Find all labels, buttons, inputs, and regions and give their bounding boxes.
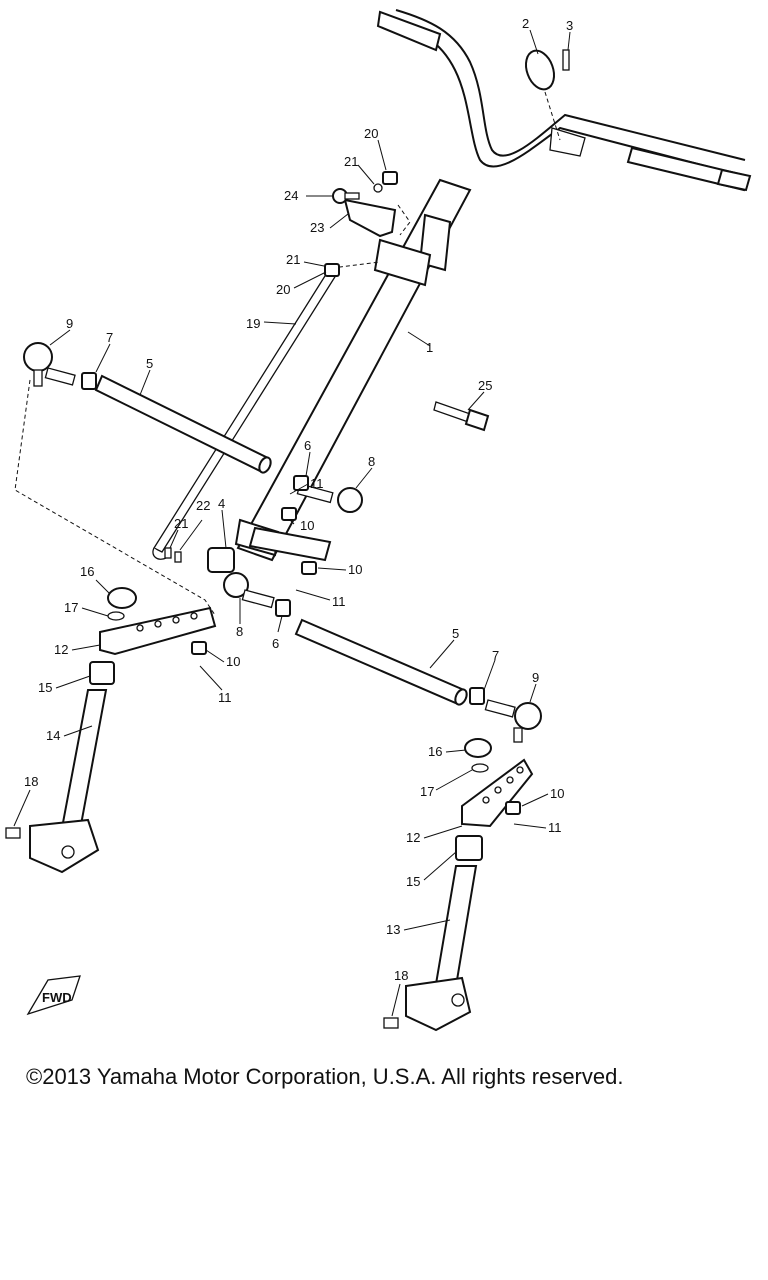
knuckle-arm-left: [99, 606, 217, 656]
tie-rod-tube-left: [94, 374, 272, 474]
callout-5-left: 5: [146, 356, 153, 371]
callout-7-right: 7: [492, 648, 499, 663]
washer-22: [174, 551, 182, 563]
callout-13: 13: [386, 922, 400, 937]
pitman-arm: [248, 526, 332, 562]
spring-15-left: [89, 661, 115, 685]
callout-3: 3: [566, 18, 573, 33]
callout-21-upper: 21: [344, 154, 358, 169]
spring-15-right: [455, 835, 483, 861]
nut-10-center-b: [301, 561, 317, 575]
callout-16-left: 16: [80, 564, 94, 579]
callout-labels: 1 2 3 4 5 5 6 6 7 7 8 8 9 9 10 10 10 10 …: [24, 16, 573, 983]
callout-12-left: 12: [54, 642, 68, 657]
callout-11-c: 11: [218, 690, 232, 705]
nut-6-lower: [275, 599, 291, 617]
callout-10-c: 10: [226, 654, 240, 669]
callout-19: 19: [246, 316, 260, 331]
callout-8-lower: 8: [236, 624, 243, 639]
nut-20-lower: [324, 263, 340, 277]
grease-nipple-18-left: [5, 827, 21, 839]
callout-17-left: 17: [64, 600, 78, 615]
callout-10-b: 10: [348, 562, 362, 577]
washer-21-upper: [373, 183, 383, 193]
washer-21-lower: [164, 547, 172, 559]
callout-21-mid: 21: [286, 252, 300, 267]
callout-1: 1: [426, 340, 433, 355]
nut-7-right: [469, 687, 485, 705]
callout-18-right: 18: [394, 968, 408, 983]
spindle-left: [29, 689, 108, 874]
handlebar: [376, 9, 752, 192]
nut-7-left: [81, 372, 97, 390]
callout-15-right: 15: [406, 874, 420, 889]
leader-lines: [13, 29, 571, 1017]
callout-21-lower: 21: [174, 516, 188, 531]
callout-16-right: 16: [428, 744, 442, 759]
callout-18-left: 18: [24, 774, 38, 789]
callout-9-right: 9: [532, 670, 539, 685]
collar-4: [207, 547, 235, 573]
steering-parts-diagram: FWD: [5, 9, 752, 1032]
callout-17-right: 17: [420, 784, 434, 799]
knuckle-arm-right: [461, 758, 534, 828]
washer-17-right: [471, 763, 489, 773]
tie-rod-end-center-lower: [223, 572, 275, 609]
nut-10-right: [505, 801, 521, 815]
callout-22: 22: [196, 498, 210, 513]
callout-10-a: 10: [300, 518, 314, 533]
callout-14: 14: [46, 728, 60, 743]
callout-20-upper: 20: [364, 126, 378, 141]
callout-10-d: 10: [550, 786, 564, 801]
washer-17-left: [107, 611, 125, 621]
callout-20-lower: 20: [276, 282, 290, 297]
tie-rod-tube-right: [294, 618, 468, 706]
throttle-knob: [524, 49, 556, 91]
nut-10-center-a: [281, 507, 297, 521]
tie-rod-end-left: [23, 342, 76, 387]
nut-16-left: [107, 587, 137, 609]
callout-23: 23: [310, 220, 324, 235]
callout-11-b: 11: [332, 594, 346, 609]
callout-9-left: 9: [66, 316, 73, 331]
callout-15-left: 15: [38, 680, 52, 695]
callout-12-right: 12: [406, 830, 420, 845]
grease-nipple-18-right: [383, 1017, 399, 1029]
steering-column: [234, 178, 472, 562]
callout-24: 24: [284, 188, 298, 203]
spindle-right: [405, 865, 478, 1032]
bolt-24: [332, 188, 360, 204]
pin: [562, 49, 570, 71]
callout-5-right: 5: [452, 626, 459, 641]
callout-25: 25: [478, 378, 492, 393]
callout-6-lower: 6: [272, 636, 279, 651]
fwd-mark: FWD: [42, 990, 72, 1005]
callout-7-left: 7: [106, 330, 113, 345]
bolt-25: [433, 401, 490, 432]
nut-16-right: [464, 738, 492, 758]
nut-20-upper: [382, 171, 398, 185]
callout-11-d: 11: [548, 820, 562, 835]
nut-10-left: [191, 641, 207, 655]
callout-4: 4: [218, 496, 225, 511]
callout-8-upper: 8: [368, 454, 375, 469]
copyright-notice: ©2013 Yamaha Motor Corporation, U.S.A. A…: [26, 1064, 624, 1089]
upper-bracket: [343, 198, 397, 238]
callout-2: 2: [522, 16, 529, 31]
tie-rod-end-right: [484, 699, 542, 743]
fwd-arrow-icon: FWD: [26, 975, 81, 1016]
callout-11-a: 11: [310, 476, 324, 491]
callout-6-upper: 6: [304, 438, 311, 453]
